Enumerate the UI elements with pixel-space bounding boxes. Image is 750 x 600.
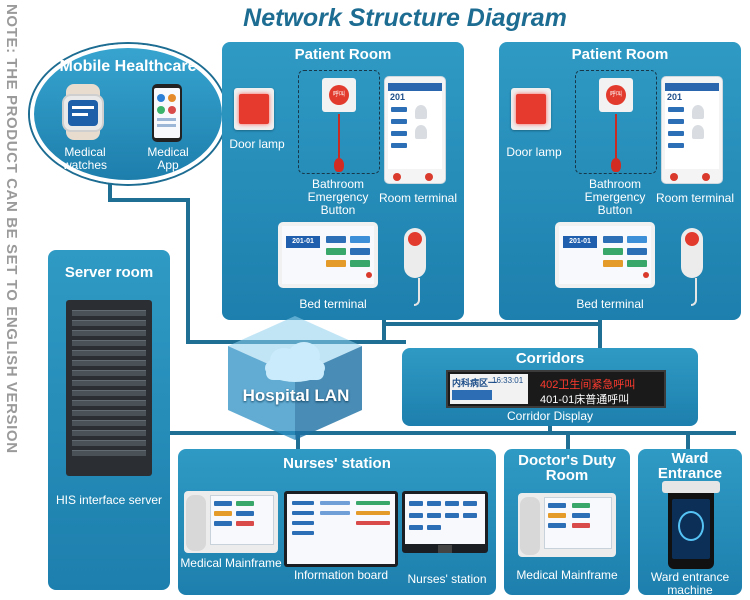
connector-room-right [598, 318, 602, 348]
display-ward: 内科病区一 [452, 378, 498, 388]
doctor-mainframe-label: Medical Mainframe [516, 568, 618, 582]
ward-entrance-title: Ward Entrance [657, 450, 723, 482]
watch-label: Medical watches [62, 145, 108, 172]
side-note: NOTE: THE PRODUCT CAN BE SET TO ENGLISH … [3, 4, 20, 454]
room-number: 201 [390, 92, 406, 102]
mobile-healthcare-circle: Mobile Healthcare Medical watches Medica… [30, 44, 226, 184]
nurses-station-title: Nurses' station [283, 455, 391, 472]
server-label: HIS interface server [55, 493, 163, 507]
door-lamp-icon [511, 88, 551, 130]
door-lamp-icon [234, 88, 274, 130]
server-room-panel: Server room HIS interface server [48, 250, 170, 590]
medical-mainframe-device[interactable] [184, 491, 278, 553]
ward-entrance-machine-icon[interactable] [662, 481, 720, 569]
patient-room-right-panel: Patient Room Door lamp 呼叫 Bathroom Emerg… [499, 42, 741, 320]
emergency-button-icon[interactable]: 呼叫 [322, 78, 356, 112]
nurses-station-panel: Nurses' station Medical Mainframe Inform… [178, 449, 496, 595]
mobile-healthcare-title: Mobile Healthcare [59, 58, 197, 75]
patient-room-right-title: Patient Room [571, 46, 669, 63]
handset-cord [414, 278, 420, 306]
ward-entrance-panel: Ward Entrance Ward entrance machine [638, 449, 742, 597]
bed-terminal-label: Bed terminal [576, 297, 644, 311]
nurses-station-monitor[interactable] [402, 491, 488, 553]
connector-room-left [382, 318, 386, 344]
patient-room-left-title: Patient Room [294, 46, 392, 63]
emergency-button-icon[interactable]: 呼叫 [599, 78, 633, 112]
hospital-lan-label: Hospital LAN [242, 386, 350, 405]
nurses-station-label: Nurses' station [407, 572, 487, 586]
patient-room-left-panel: Patient Room Door lamp 呼叫 Bathroom Emerg… [222, 42, 464, 320]
mainframe-label: Medical Mainframe [180, 556, 282, 570]
bathroom-button-label: Bathroom Emergency Button [584, 177, 646, 217]
app-label: Medical App [147, 145, 189, 172]
doctor-duty-room-title: Doctor's Duty Room [518, 452, 616, 484]
hospital-lan-cube [228, 316, 362, 440]
pull-handle[interactable] [611, 158, 621, 172]
server-rack-icon [66, 300, 152, 476]
room-terminal-device[interactable]: 201 [384, 76, 446, 184]
room-terminal-device[interactable]: 201 [661, 76, 723, 184]
pull-handle[interactable] [334, 158, 344, 172]
bed-terminal-device[interactable]: 201-01 [555, 222, 655, 288]
room-terminal-label: Room terminal [655, 191, 735, 205]
connector-mobile-h [108, 198, 190, 202]
corridors-title: Corridors [515, 350, 585, 367]
bathroom-button-frame [298, 70, 380, 174]
doctor-duty-room-panel: Doctor's Duty Room Medical Mainframe [504, 449, 630, 595]
medical-mainframe-device[interactable] [518, 493, 616, 557]
door-lamp-label: Door lamp [229, 137, 285, 151]
bathroom-button-frame [575, 70, 657, 174]
call-handset-icon[interactable] [681, 228, 703, 278]
ward-machine-label: Ward entrance machine [650, 570, 730, 597]
bed-number: 201-01 [563, 236, 597, 248]
connector-bottom-h [168, 431, 736, 435]
corridor-display-label: Corridor Display [506, 409, 594, 423]
watch-icon [58, 84, 108, 140]
bed-terminal-label: Bed terminal [299, 297, 367, 311]
diagram-title: Network Structure Diagram [243, 4, 567, 32]
call-handset-icon[interactable] [404, 228, 426, 278]
display-time: 16:33:01 [492, 376, 524, 385]
corridor-display-device: 内科病区一 16:33:01 402卫生间紧急呼叫 401-01床普通呼叫 [446, 370, 666, 408]
connector-room-bridge [384, 322, 600, 326]
display-line1: 402卫生间紧急呼叫 [540, 379, 636, 391]
cloud-icon [265, 342, 325, 382]
pull-cord [615, 114, 617, 160]
phone-icon [152, 84, 182, 142]
info-board-label: Information board [293, 568, 389, 582]
room-number: 201 [667, 92, 683, 102]
server-room-title: Server room [64, 264, 154, 281]
corridors-panel: Corridors 内科病区一 16:33:01 402卫生间紧急呼叫 401-… [402, 348, 698, 426]
connector-mobile [108, 172, 112, 202]
bathroom-button-label: Bathroom Emergency Button [307, 177, 369, 217]
room-terminal-label: Room terminal [378, 191, 458, 205]
connector-nurses [296, 431, 300, 449]
display-line2: 401-01床普通呼叫 [540, 394, 630, 406]
pull-cord [338, 114, 340, 160]
connector-mobile-v [186, 198, 190, 344]
door-lamp-label: Door lamp [506, 145, 562, 159]
face-scan-icon [678, 511, 704, 541]
handset-cord [691, 278, 697, 306]
bed-number: 201-01 [286, 236, 320, 248]
bed-terminal-device[interactable]: 201-01 [278, 222, 378, 288]
connector-ward [686, 431, 690, 449]
information-board-device [284, 491, 398, 567]
connector-doctor [566, 431, 570, 449]
